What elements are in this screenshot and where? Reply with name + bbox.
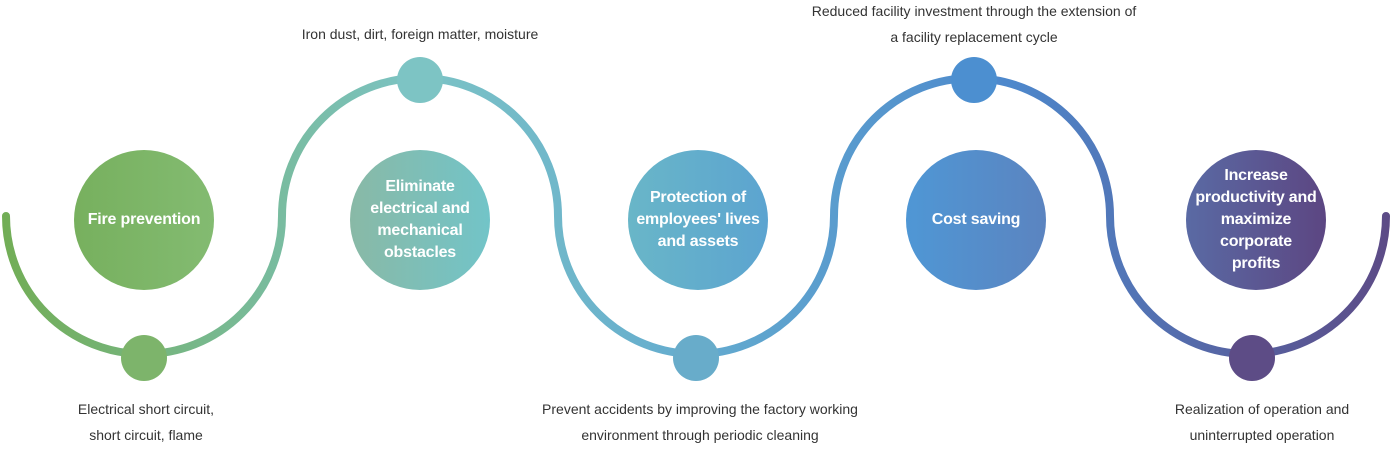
node-dot-2 (397, 57, 443, 103)
circle-productivity: Increase productivity and maximize corpo… (1186, 150, 1326, 290)
circle-label: Increase productivity and maximize corpo… (1195, 167, 1317, 272)
node-dot-5 (1229, 335, 1275, 381)
circle-label: Eliminate electrical and mechanical obst… (370, 178, 470, 261)
node-dot-1 (121, 335, 167, 381)
caption-uninterrupted-operation: Realization of operation and uninterrupt… (1175, 396, 1349, 448)
circle-eliminate-obstacles: Eliminate electrical and mechanical obst… (350, 150, 490, 290)
circle-protection: Protection of employees' lives and asset… (628, 150, 768, 290)
caption-short-circuit: Electrical short circuit, short circuit,… (78, 396, 214, 448)
circle-cost-saving: Cost saving (906, 150, 1046, 290)
circle-label: Fire prevention (87, 211, 201, 228)
caption-line: Electrical short circuit, (77, 401, 215, 417)
caption-line: Reduced facility investment through the … (811, 3, 1137, 19)
caption-iron-dust: Iron dust, dirt, foreign matter, moistur… (302, 21, 539, 47)
caption-prevent-accidents: Prevent accidents by improving the facto… (542, 396, 858, 448)
caption-line: uninterrupted operation (1189, 427, 1335, 443)
caption-line: Realization of operation and (1174, 401, 1350, 417)
caption-facility-investment: Reduced facility investment through the … (812, 0, 1137, 50)
node-dot-4 (951, 57, 997, 103)
caption-line: short circuit, flame (89, 427, 203, 443)
caption-line: Iron dust, dirt, foreign matter, moistur… (301, 26, 539, 42)
circle-fire-prevention: Fire prevention (74, 150, 214, 290)
circle-label: Protection of employees' lives and asset… (636, 189, 760, 250)
caption-line: Prevent accidents by improving the facto… (542, 401, 858, 417)
circle-label: Cost saving (931, 211, 1021, 228)
caption-line: environment through periodic cleaning (581, 427, 819, 443)
node-dot-3 (673, 335, 719, 381)
caption-line: a facility replacement cycle (890, 29, 1058, 45)
